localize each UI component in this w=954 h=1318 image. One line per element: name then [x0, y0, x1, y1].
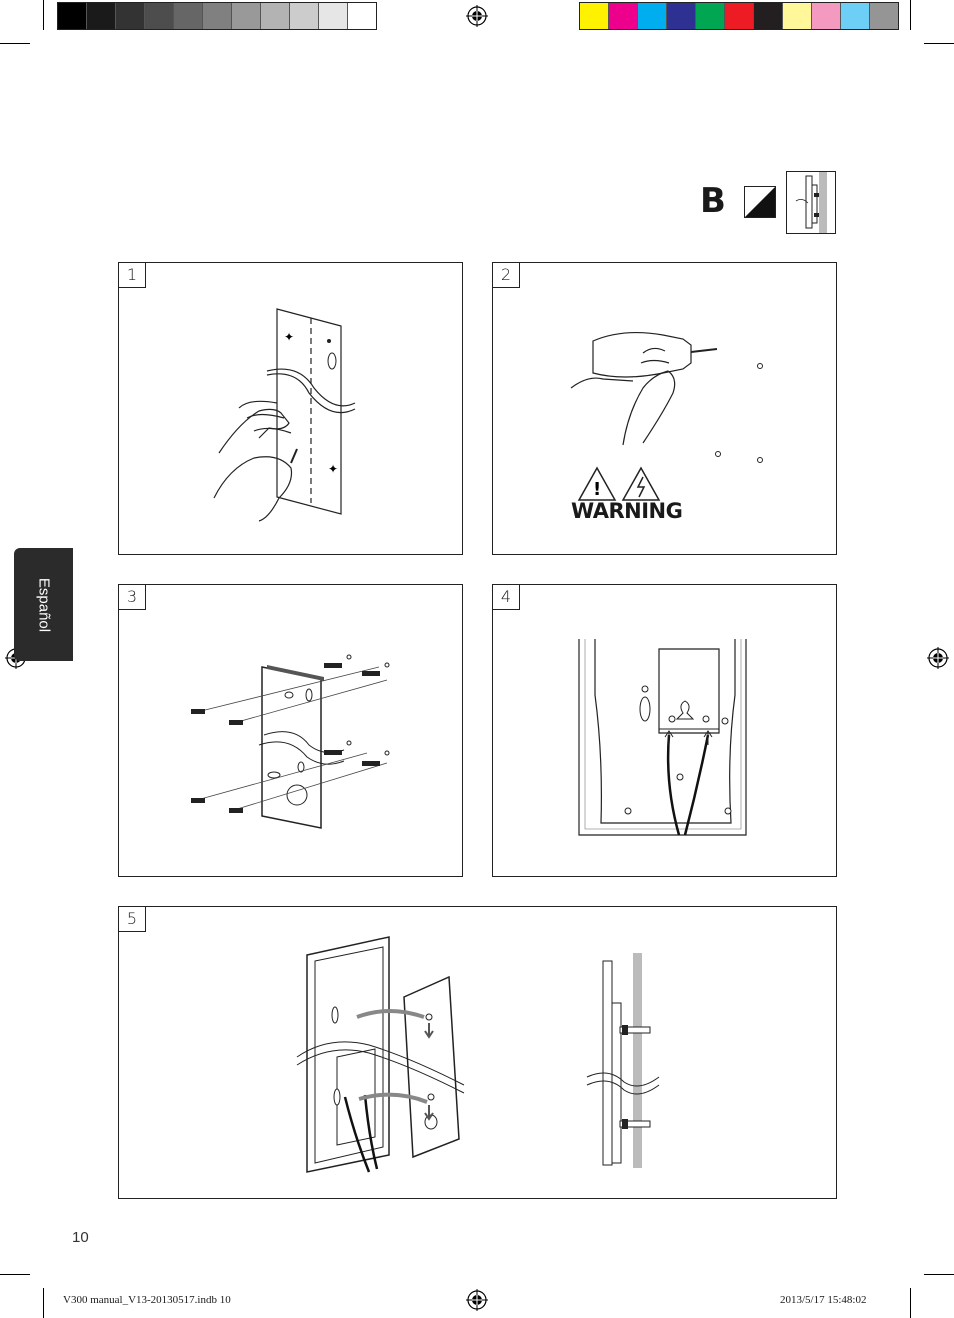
- warning-electric-icon: [621, 466, 661, 501]
- svg-text:✦: ✦: [328, 462, 338, 476]
- warning-label: WARNING: [571, 499, 683, 523]
- color-swatch: [348, 3, 376, 29]
- color-swatch: [841, 3, 870, 29]
- warning-exclamation-icon: !: [577, 466, 617, 501]
- step-4-panel: 4: [492, 584, 837, 877]
- registration-mark-icon: [466, 5, 488, 27]
- color-swatch: [725, 3, 754, 29]
- crop-mark: [910, 1288, 911, 1318]
- svg-text:!: !: [593, 479, 601, 500]
- step-number: 1: [119, 263, 146, 288]
- crop-mark: [924, 43, 954, 44]
- color-swatch: [145, 3, 174, 29]
- mark-drilling-points-illustration: ✦ ✦: [213, 308, 356, 522]
- color-swatch: [58, 3, 87, 29]
- crop-mark: [43, 1288, 44, 1318]
- crop-mark: [924, 1274, 954, 1275]
- color-swatch: [638, 3, 667, 29]
- color-swatch: [870, 3, 898, 29]
- color-swatch: [174, 3, 203, 29]
- registration-mark-icon: [927, 647, 949, 669]
- language-tab: Español: [14, 548, 73, 661]
- color-swatch: [783, 3, 812, 29]
- color-swatch-bar: [579, 2, 899, 30]
- step-number: 4: [493, 585, 520, 610]
- crop-mark: [0, 43, 30, 44]
- crop-mark: [0, 1274, 30, 1275]
- section-label: B: [700, 181, 726, 221]
- color-swatch: [696, 3, 725, 29]
- wall-mount-icon: [786, 171, 836, 234]
- step-1-panel: 1 ✦ ✦: [118, 262, 463, 555]
- registration-mark-icon: [466, 1289, 488, 1311]
- color-swatch: [812, 3, 841, 29]
- cable-routing-illustration: [578, 639, 747, 836]
- crop-mark: [910, 0, 911, 30]
- color-swatch: [232, 3, 261, 29]
- step-2-panel: 2 ! WARNING: [492, 262, 837, 555]
- color-swatch: [261, 3, 290, 29]
- drilling-illustration: !: [570, 331, 763, 501]
- step-number: 3: [119, 585, 146, 610]
- color-swatch: [116, 3, 145, 29]
- color-swatch: [580, 3, 609, 29]
- grayscale-swatch-bar: [57, 2, 377, 30]
- footer-timestamp: 2013/5/17 15:48:02: [780, 1294, 867, 1306]
- footer-file: V300 manual_V13-20130517.indb 10: [63, 1294, 231, 1306]
- crop-mark: [43, 0, 44, 30]
- color-swatch: [290, 3, 319, 29]
- color-swatch: [319, 3, 348, 29]
- color-swatch: [754, 3, 783, 29]
- diagonal-split-icon: [744, 186, 776, 218]
- color-swatch: [667, 3, 696, 29]
- color-swatch: [203, 3, 232, 29]
- language-label: Español: [35, 577, 52, 632]
- step-number: 5: [119, 907, 146, 932]
- step-number: 2: [493, 263, 520, 288]
- color-swatch: [609, 3, 638, 29]
- page-number: 10: [72, 1229, 89, 1246]
- color-swatch: [87, 3, 116, 29]
- step-3-panel: 3: [118, 584, 463, 877]
- screws-and-plugs-illustration: [191, 654, 390, 829]
- mount-device-illustration: [296, 936, 660, 1173]
- svg-text:✦: ✦: [284, 330, 294, 344]
- step-5-panel: 5: [118, 906, 837, 1199]
